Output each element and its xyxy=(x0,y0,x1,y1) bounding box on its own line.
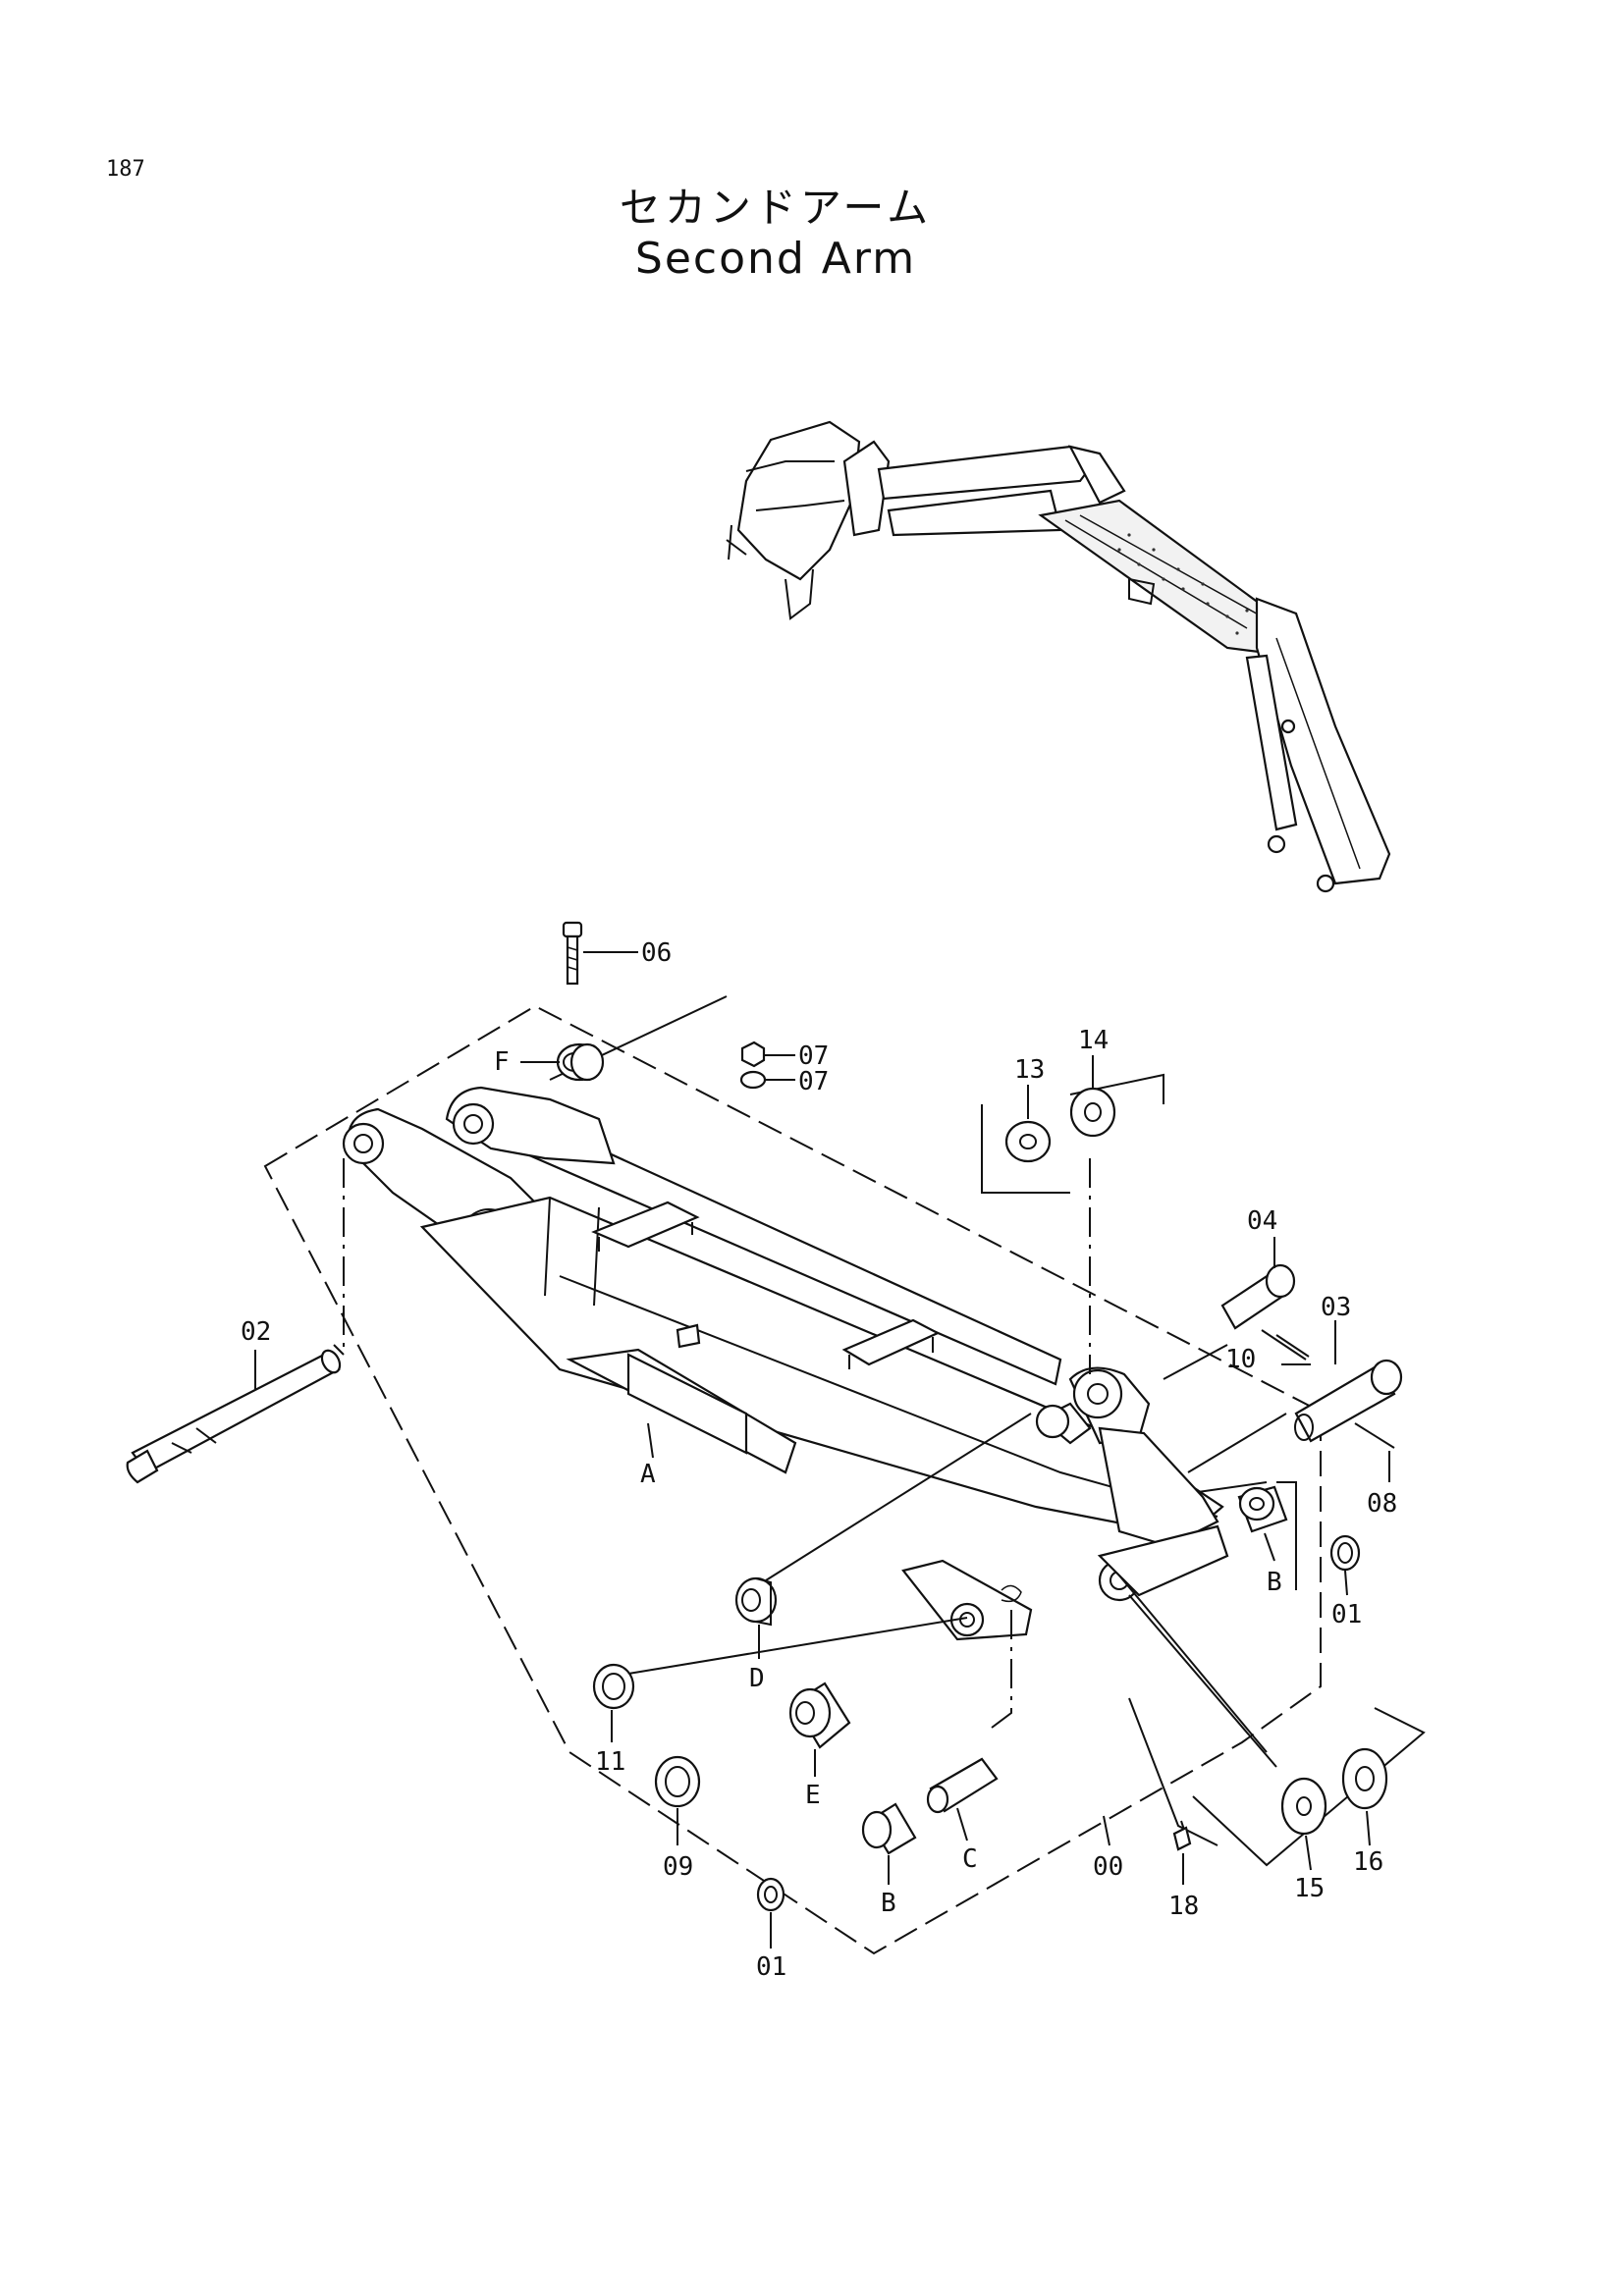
callout-D: D xyxy=(749,1664,765,1693)
callout-18: 18 xyxy=(1168,1892,1199,1921)
bolt-06 xyxy=(562,921,583,986)
pin-04 xyxy=(1220,1263,1307,1361)
callout-14: 14 xyxy=(1078,1026,1109,1055)
callout-labels: 06 F 07 07 13 14 04 03 10 08 02 A B 01 D… xyxy=(241,938,1397,1982)
pin-10 xyxy=(1275,1334,1310,1358)
callout-02: 02 xyxy=(241,1317,271,1347)
bushing-B-left xyxy=(861,1802,917,1855)
callout-16: 16 xyxy=(1353,1847,1383,1877)
bushing-C xyxy=(926,1757,999,1814)
callout-F: F xyxy=(494,1047,510,1077)
callout-10: 10 xyxy=(1225,1345,1256,1374)
washer-14 xyxy=(1069,1087,1116,1138)
second-arm-body xyxy=(342,1086,1229,1641)
page-number: 187 xyxy=(106,157,145,182)
callout-B-right: B xyxy=(1267,1568,1282,1597)
callout-11: 11 xyxy=(595,1747,625,1777)
callout-15: 15 xyxy=(1294,1874,1325,1903)
callout-E: E xyxy=(805,1781,821,1810)
seal-01-left xyxy=(756,1877,785,1912)
assembly-boundary xyxy=(263,1004,1322,1955)
leader-lines xyxy=(333,1158,1287,1768)
shim-16 xyxy=(1341,1747,1388,1810)
bushing-F xyxy=(556,1042,605,1082)
callout-C: C xyxy=(962,1844,978,1874)
title-japanese: セカンドアーム xyxy=(619,184,933,232)
grease-fitting-18 xyxy=(1172,1820,1192,1851)
nut-07 xyxy=(739,1041,767,1090)
callout-01-right: 01 xyxy=(1331,1600,1362,1629)
reference-machine-illustration xyxy=(726,420,1391,893)
callout-04: 04 xyxy=(1247,1206,1277,1236)
callout-A: A xyxy=(640,1460,656,1489)
shim-15 xyxy=(1280,1777,1327,1836)
callout-00: 00 xyxy=(1093,1852,1123,1882)
bushing-B-right xyxy=(1237,1485,1288,1533)
callout-B-left: B xyxy=(881,1889,896,1918)
title-english: Second Arm xyxy=(634,234,917,284)
pin-08 xyxy=(1354,1422,1395,1449)
group-brackets xyxy=(549,995,1426,1867)
callout-leaders xyxy=(254,951,1390,1949)
callout-07b: 07 xyxy=(798,1067,829,1096)
callout-01-left: 01 xyxy=(756,1952,786,1982)
seal-09 xyxy=(654,1755,701,1808)
pin-03 xyxy=(1294,1359,1403,1443)
callout-07a: 07 xyxy=(798,1041,829,1071)
bushing-D xyxy=(734,1576,778,1627)
callout-06: 06 xyxy=(641,938,672,968)
callout-03: 03 xyxy=(1321,1293,1351,1322)
washer-13 xyxy=(1004,1120,1052,1163)
pin-02 xyxy=(126,1349,342,1484)
callout-13: 13 xyxy=(1014,1055,1045,1085)
bushing-E xyxy=(788,1682,851,1749)
callout-08: 08 xyxy=(1367,1489,1397,1519)
seal-01-right xyxy=(1329,1534,1361,1572)
seal-11 xyxy=(592,1663,635,1710)
callout-09: 09 xyxy=(663,1852,693,1882)
